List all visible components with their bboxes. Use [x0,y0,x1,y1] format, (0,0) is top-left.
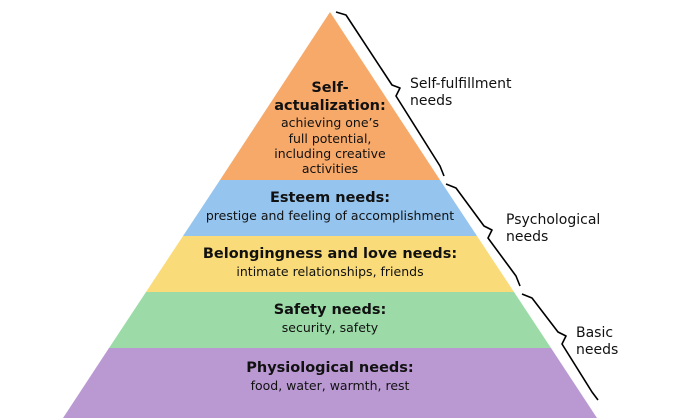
group-label-line: needs [506,229,549,246]
level-esteem-text: Esteem needs: prestige and feeling of ac… [190,190,470,223]
level-belonging-desc: intimate relationships, friends [236,263,424,279]
level-physiological-desc: food, water, warmth, rest [250,377,410,393]
level-physiological-text: Physiological needs: food, water, warmth… [190,360,470,393]
level-safety-text: Safety needs: security, safety [200,302,460,335]
level-self-actualization-text: Self- actualization: achieving one’s ful… [255,80,405,176]
group-label-self-fulfillment: Self-fulfillment needs [410,76,512,110]
group-brace-psychological [445,183,521,287]
level-belonging-title: Belongingness and love needs: [202,246,458,262]
group-label-line: Self-fulfillment [410,76,512,92]
group-label-line: Psychological [506,212,601,228]
group-label-line: needs [410,93,453,110]
desc-line: full potential, [288,130,372,146]
level-band-safety [109,292,551,348]
title-line: actualization: [274,97,386,114]
level-band-self-actualization [220,12,440,180]
level-self-actualization-desc: achieving one’s full potential, includin… [255,115,405,176]
group-brace-basic [521,293,599,401]
group-label-basic: Basic needs [576,325,618,359]
desc-line: achieving one’s [280,115,380,131]
group-label-line: Basic [576,325,614,341]
title-line: Self- [311,80,349,96]
desc-line: activities [301,161,359,177]
group-label-psychological: Psychological needs [506,212,600,246]
level-esteem-title: Esteem needs: [269,190,391,206]
level-safety-title: Safety needs: [273,302,387,318]
level-safety-desc: security, safety [281,319,379,335]
group-label-line: needs [576,342,619,359]
level-band-physiological [63,348,597,418]
level-belonging-text: Belongingness and love needs: intimate r… [175,246,485,279]
desc-line: including creative [274,145,386,161]
level-esteem-desc: prestige and feeling of accomplishment [205,207,455,223]
level-band-esteem [183,180,477,236]
level-band-belonging [146,236,514,292]
level-physiological-title: Physiological needs: [246,360,414,376]
group-brace-self-fulfillment [335,11,445,177]
level-self-actualization-title: Self- actualization: [255,80,405,115]
